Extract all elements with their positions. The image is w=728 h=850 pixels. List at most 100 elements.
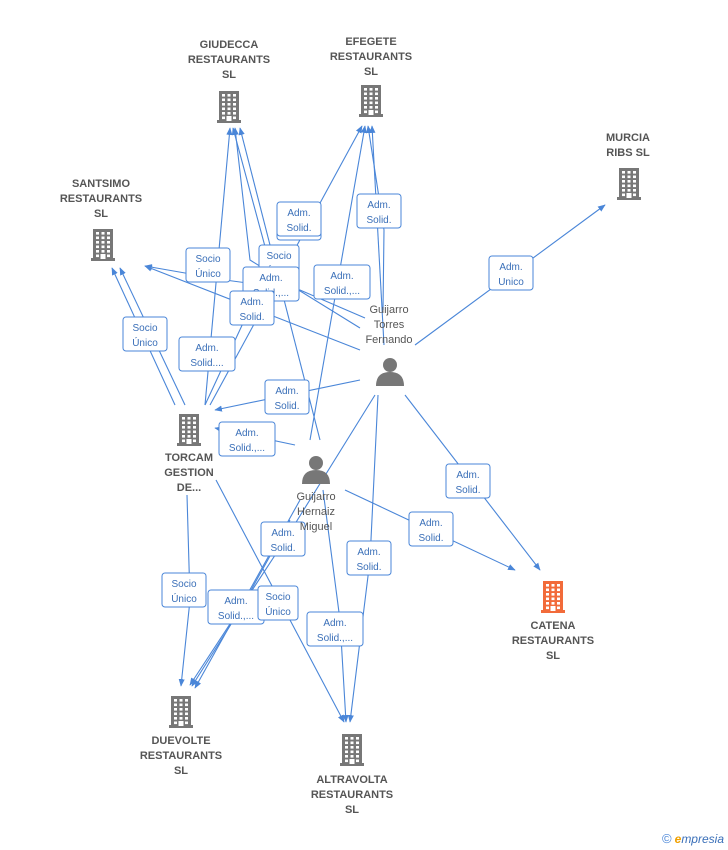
edge-label-box [264,379,310,415]
edge-label[interactable]: Adm.Unico [488,255,534,291]
edge-label-box [306,611,364,647]
edge-label-box [229,290,275,326]
node-label: Fernando [365,334,412,346]
edge-label-box [313,264,371,300]
edge-label-text: Único [265,605,291,618]
node-label: TORCAM [165,452,213,464]
edge-label-box [346,540,392,576]
node-label: RESTAURANTS [512,635,594,647]
node-label: Hernaiz [297,506,335,518]
edge-label-text: Adm. [271,528,294,539]
building-icon [169,696,193,728]
edge-label-text: Solid.,... [229,443,265,454]
edge-label[interactable]: Adm. Solid. [264,379,310,415]
building-icon [541,581,565,613]
edge-label-box [185,247,231,283]
node-label: SL [222,69,236,81]
edge-label-box [122,316,168,352]
node-efegete[interactable]: EFEGETE RESTAURANTS SL [330,36,412,117]
edge-label-text: Adm. [224,596,247,607]
node-label: EFEGETE [345,36,396,48]
edge-label-text: Solid.,... [317,633,353,644]
edge-label-box [276,201,322,237]
edge-label-text: Adm. [367,200,390,211]
node-catena[interactable]: CATENA RESTAURANTS SL [512,581,594,662]
person-icon [302,456,330,484]
edge-label-text: Único [132,336,158,349]
edge-label-box [408,511,454,547]
node-torcam[interactable]: TORCAMGESTIONDE... [164,414,214,494]
edge-label-text: Único [171,592,197,605]
node-label: SL [546,650,560,662]
edge-labels-layer: Adm.Solid.Adm.Solid.Adm.UnicoSocioÚnicoS… [122,193,534,647]
edge-label-text: Unico [498,277,524,288]
edge-label-text: Adm. [287,208,310,219]
edge-label-box [161,572,207,608]
edge-label[interactable]: Adm.Solid.... [178,336,236,372]
edge-label-box [218,421,276,457]
building-icon [617,168,641,200]
edge-label[interactable]: Adm.Solid. [408,511,454,547]
edge-label[interactable]: Adm. Solid.,... [218,421,276,457]
edge-label-box [260,521,306,557]
node-label: RIBS SL [606,147,650,159]
edge-label[interactable]: Adm. Solid.,... [313,264,371,300]
edge-label-text: Solid. [270,543,295,554]
edge-label-text: Socio [171,579,196,590]
node-label: SL [345,804,359,816]
node-label: ALTRAVOLTA [316,774,387,786]
edge-label-text: Adm. [235,428,258,439]
building-icon [177,414,201,446]
edge-label-text: Socio [266,251,291,262]
edge-label[interactable]: Adm.Solid. [346,540,392,576]
edge-line [366,125,385,311]
node-label: SL [364,66,378,78]
edge-label[interactable]: Adm. Solid. [229,290,275,326]
node-label: Guijarro [369,304,408,316]
edge-label[interactable]: Adm.Solid. [356,193,402,229]
edge-label-text: Adm. [240,297,263,308]
node-label: SANTSIMO [72,178,131,190]
edge-line [232,127,361,329]
edge-label[interactable]: Adm. Solid.,... [207,589,265,625]
edge-label-text: Socio [132,323,157,334]
footer-brand: © empresia [662,831,724,846]
empresia-logo[interactable]: empresia [674,831,724,846]
edge-label-text: Solid.,... [218,611,254,622]
edge-label-text: Solid. [274,401,299,412]
edge-label-text: Solid.,... [324,286,360,297]
edge-label-text: Adm. [323,618,346,629]
node-murcia[interactable]: MURCIA RIBS SL [606,132,650,200]
edge-label-text: Solid. [455,485,480,496]
building-icon [91,229,115,261]
node-label: Miguel [300,521,332,533]
edge-label-text: Adm. [456,470,479,481]
edge-label[interactable]: Adm. Solid. [445,463,491,499]
edge-label-text: Adm. [330,271,353,282]
edge-label[interactable]: Adm. Solid.,... [306,611,364,647]
node-label: RESTAURANTS [330,51,412,63]
node-label: CATENA [530,620,575,632]
edge-label[interactable]: Adm. Solid. [260,521,306,557]
edge-label-text: Solid. [239,312,264,323]
edge-label-box [257,585,299,621]
node-label: RESTAURANTS [140,750,222,762]
edge-label-text: Adm. [275,386,298,397]
copyright-symbol: © [662,831,672,846]
edge-label-box [178,336,236,372]
edge-label[interactable]: Adm.Solid. [276,201,322,237]
node-label: MURCIA [606,132,650,144]
edge-label-text: Solid.... [190,358,223,369]
building-icon [359,85,383,117]
